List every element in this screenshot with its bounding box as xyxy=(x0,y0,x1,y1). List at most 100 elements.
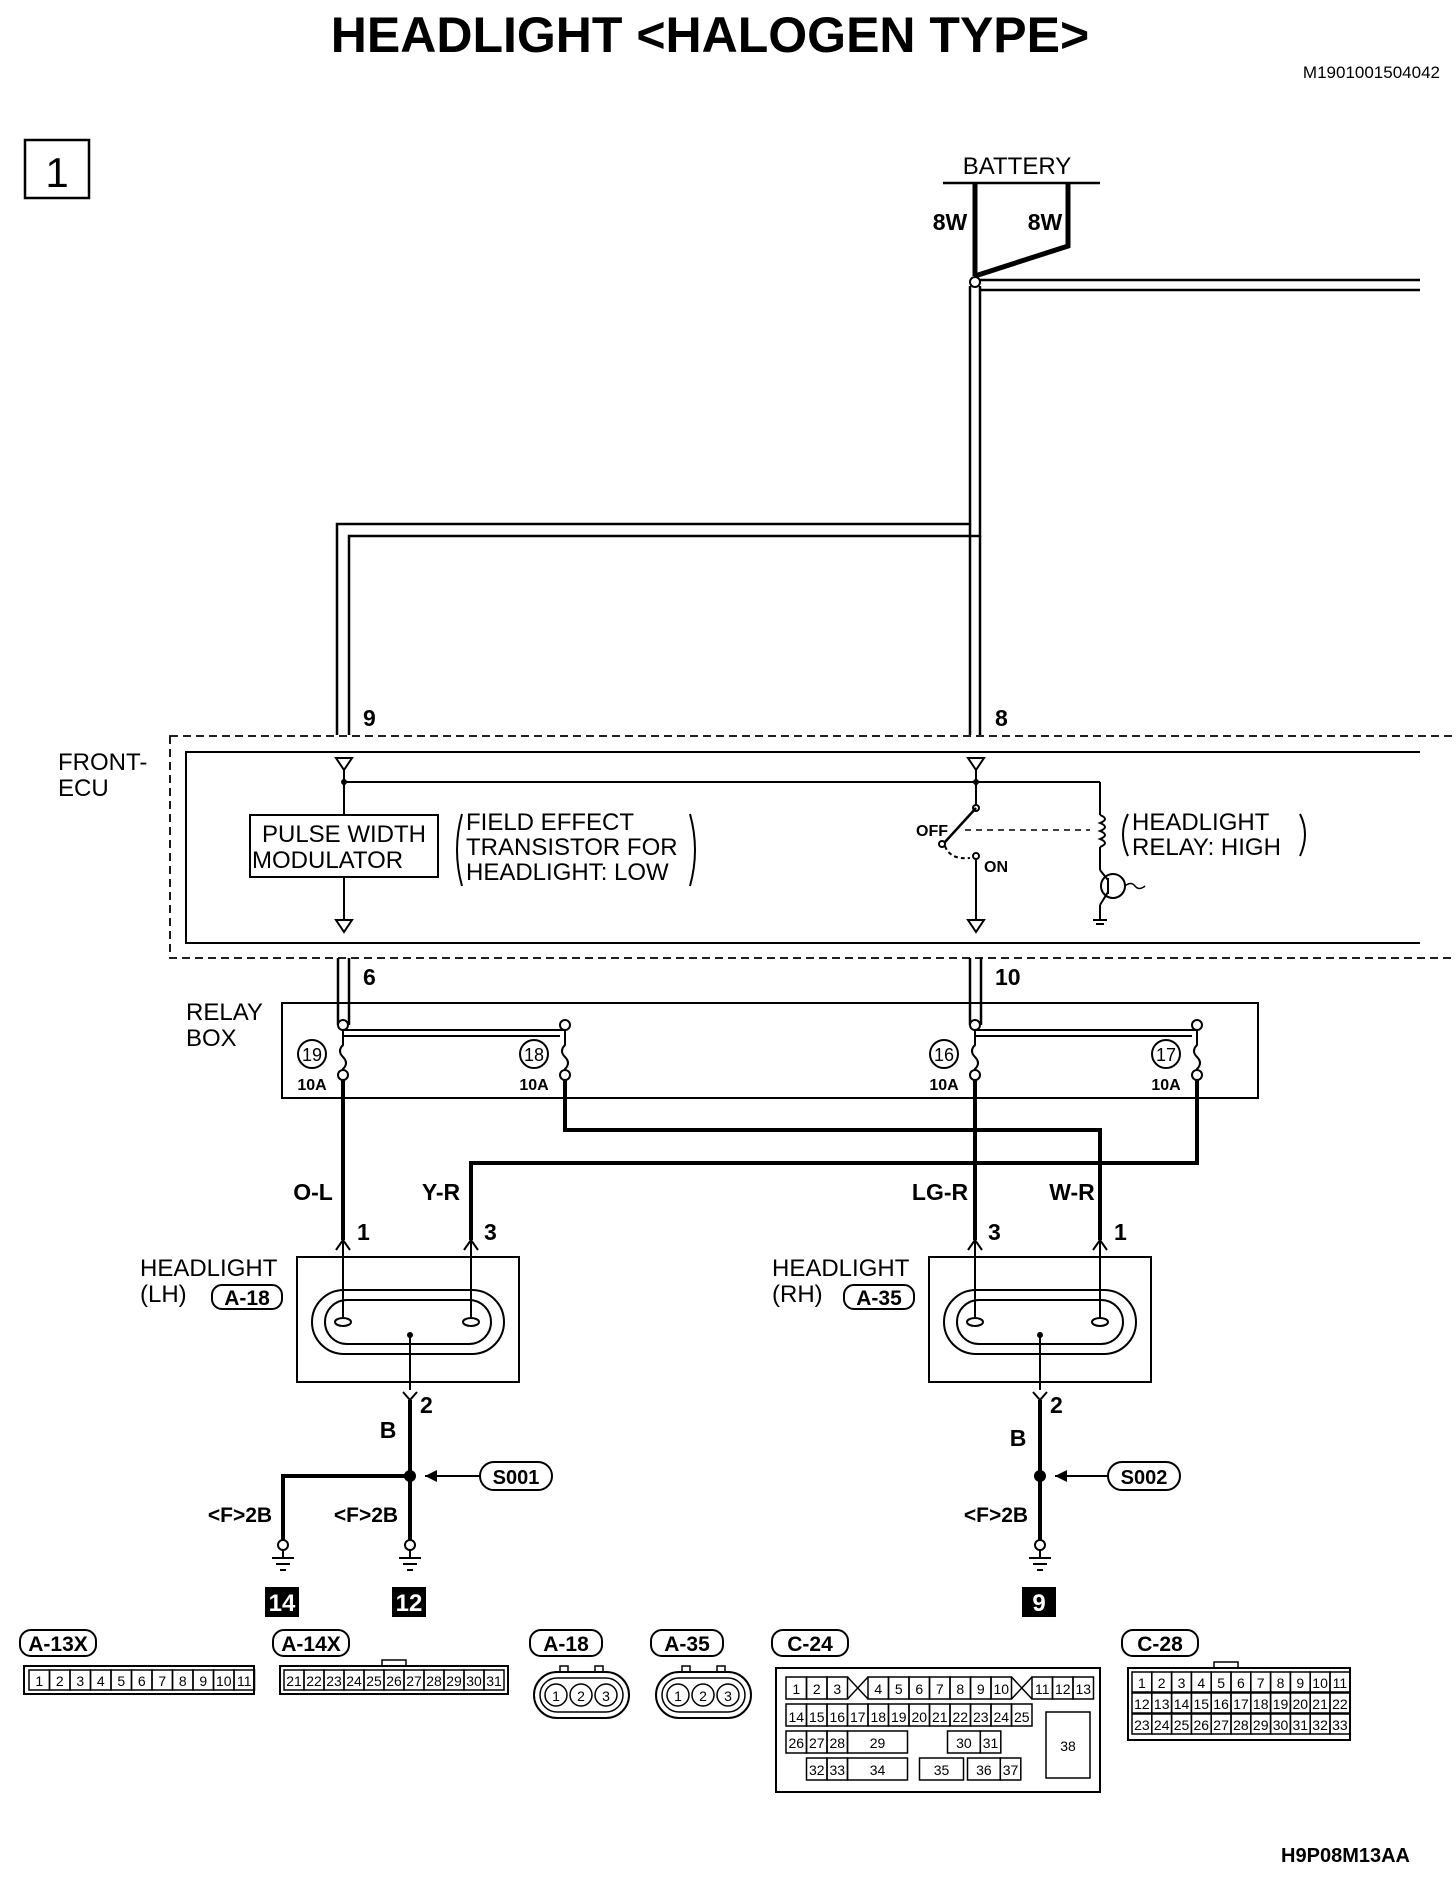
connector-pin-label: 33 xyxy=(1332,1717,1348,1733)
connector-pin-cell xyxy=(1329,1692,1351,1714)
connector-pin-label: 20 xyxy=(911,1709,927,1725)
connector-pin-label: 25 xyxy=(1174,1717,1190,1733)
connector-pin-label: 7 xyxy=(158,1673,166,1689)
connector-pin-cell xyxy=(594,1683,618,1707)
connector-pin-label: 15 xyxy=(1194,1696,1210,1712)
connector-pin-label: 9 xyxy=(1296,1675,1304,1691)
rh-label-1: HEADLIGHT xyxy=(772,1255,910,1282)
ground-num-14: 14 xyxy=(269,1590,296,1617)
pwm-label-1: PULSE WIDTH xyxy=(262,821,426,848)
connector-pin-label: 5 xyxy=(117,1673,125,1689)
connector-pin-label: 3 xyxy=(833,1681,841,1697)
fuse-18-rating: 10A xyxy=(519,1077,549,1094)
connector-pin-cell xyxy=(716,1683,740,1707)
connector-pin-label: 11 xyxy=(1035,1681,1050,1697)
pwm-label-2: MODULATOR xyxy=(252,847,403,874)
connector-pin-label: 28 xyxy=(829,1735,845,1751)
ground-ref-12: <F>2B xyxy=(334,1504,398,1527)
connector-pin-cell xyxy=(569,1683,593,1707)
battery-wire-left: 8W xyxy=(933,209,968,235)
connector-pin-cell xyxy=(544,1683,568,1707)
connector-pin-cell xyxy=(990,1676,1013,1700)
relay-box-label-2: BOX xyxy=(186,1025,237,1052)
connector-tags xyxy=(19,1629,1199,1657)
connector-pin-label: 6 xyxy=(1237,1675,1245,1691)
connector-pin-label: 11 xyxy=(237,1673,252,1689)
headlight-feed-wires xyxy=(341,1080,1199,1240)
connector-pin-label: 13 xyxy=(1075,1681,1091,1697)
switch-on-label: ON xyxy=(984,859,1008,876)
ground-ref-14: <F>2B xyxy=(208,1504,272,1527)
connector-pin-cell xyxy=(999,1757,1022,1781)
lh-pin-1: 1 xyxy=(357,1219,370,1245)
connector-pin-label: 13 xyxy=(1154,1696,1170,1712)
front-ecu-label-1: FRONT- xyxy=(58,749,147,776)
connector-a35-name: A-35 xyxy=(664,1633,710,1656)
connector-pin-label: 2 xyxy=(56,1673,64,1689)
ground-lh: 2 B S001 <F>2B <F>2B 14 12 xyxy=(208,1391,553,1617)
connector-pin-label: 26 xyxy=(1194,1717,1210,1733)
connector-pin-label: 6 xyxy=(915,1681,923,1697)
connector-pin-cell xyxy=(846,1730,909,1754)
ecu-pin-6: 6 xyxy=(363,964,376,990)
connector-a14x-name: A-14X xyxy=(281,1633,341,1656)
connector-pin-label: 27 xyxy=(406,1673,422,1689)
lh-pin-3: 3 xyxy=(484,1219,497,1245)
connector-pin-cell xyxy=(666,1683,690,1707)
connector-pin-label: 19 xyxy=(1273,1696,1289,1712)
lh-connector: A-18 xyxy=(224,1287,270,1310)
connector-pin-label: 4 xyxy=(874,1681,882,1697)
connector-pin-label: 26 xyxy=(788,1735,804,1751)
ecu-pin-8: 8 xyxy=(995,705,1008,731)
connector-pin-cell xyxy=(918,1757,965,1781)
connector-pin-cell xyxy=(979,1730,1002,1754)
lh-ground-wire: B xyxy=(380,1417,397,1443)
connector-pin-label: 29 xyxy=(870,1735,886,1751)
connector-pin-label: 23 xyxy=(1134,1717,1150,1733)
connector-pin-label: 16 xyxy=(1213,1696,1229,1712)
connector-pin-label: 21 xyxy=(1312,1696,1328,1712)
connector-pin-label: 25 xyxy=(366,1673,382,1689)
connector-pin-label: 12 xyxy=(1134,1696,1150,1712)
connector-pin-label: 2 xyxy=(577,1688,585,1704)
relay-label-1: HEADLIGHT xyxy=(1132,809,1270,836)
relay-box-label-1: RELAY xyxy=(186,999,263,1026)
connector-pin-label: 18 xyxy=(1253,1696,1269,1712)
wire-lh-high: Y-R xyxy=(422,1179,461,1205)
connector-pin-label: 30 xyxy=(466,1673,482,1689)
connector-pin-label: 24 xyxy=(993,1709,1009,1725)
connector-pin-cell xyxy=(1010,1703,1033,1727)
rh-pin-3: 3 xyxy=(988,1219,1001,1245)
connector-pin-label: 8 xyxy=(179,1673,187,1689)
lh-label-2: (LH) xyxy=(140,1281,187,1308)
connector-pin-label: 12 xyxy=(1055,1681,1071,1697)
footer-code: H9P08M13AA xyxy=(1281,1845,1410,1867)
connector-pin-label: 28 xyxy=(1233,1717,1249,1733)
rh-ground-wire: B xyxy=(1010,1425,1027,1451)
fuse-18-num: 18 xyxy=(524,1045,544,1065)
connector-a13x-name: A-13X xyxy=(28,1633,88,1656)
connector-pin-label: 8 xyxy=(956,1681,964,1697)
page-number: 1 xyxy=(45,149,68,196)
connector-a18-name: A-18 xyxy=(543,1633,589,1656)
switch-off-label: OFF xyxy=(916,823,948,840)
connector-pin-label: 28 xyxy=(426,1673,442,1689)
connector-pin-label: 10 xyxy=(1312,1675,1328,1691)
relay-box: RELAY BOX 19 10A 18 10A 16 10A 17 10A xyxy=(186,999,1259,1099)
ecu-pin-10: 10 xyxy=(995,964,1021,990)
connector-pin-label: 21 xyxy=(932,1709,948,1725)
connector-pin-label: 3 xyxy=(76,1673,84,1689)
connector-pin-cell xyxy=(1072,1676,1095,1700)
connector-pin-label: 3 xyxy=(602,1688,610,1704)
battery: BATTERY 8W 8W xyxy=(933,153,1100,288)
connector-pin-cell xyxy=(1329,1713,1351,1735)
splice-s001: S001 xyxy=(493,1467,540,1489)
connector-pin-label: 36 xyxy=(976,1762,992,1778)
doc-id: M1901001504042 xyxy=(1303,63,1440,82)
connector-pin-label: 31 xyxy=(486,1673,502,1689)
fuse-16-num: 16 xyxy=(934,1045,954,1065)
connector-pin-label: 32 xyxy=(809,1762,825,1778)
ground-num-12: 12 xyxy=(396,1590,423,1617)
